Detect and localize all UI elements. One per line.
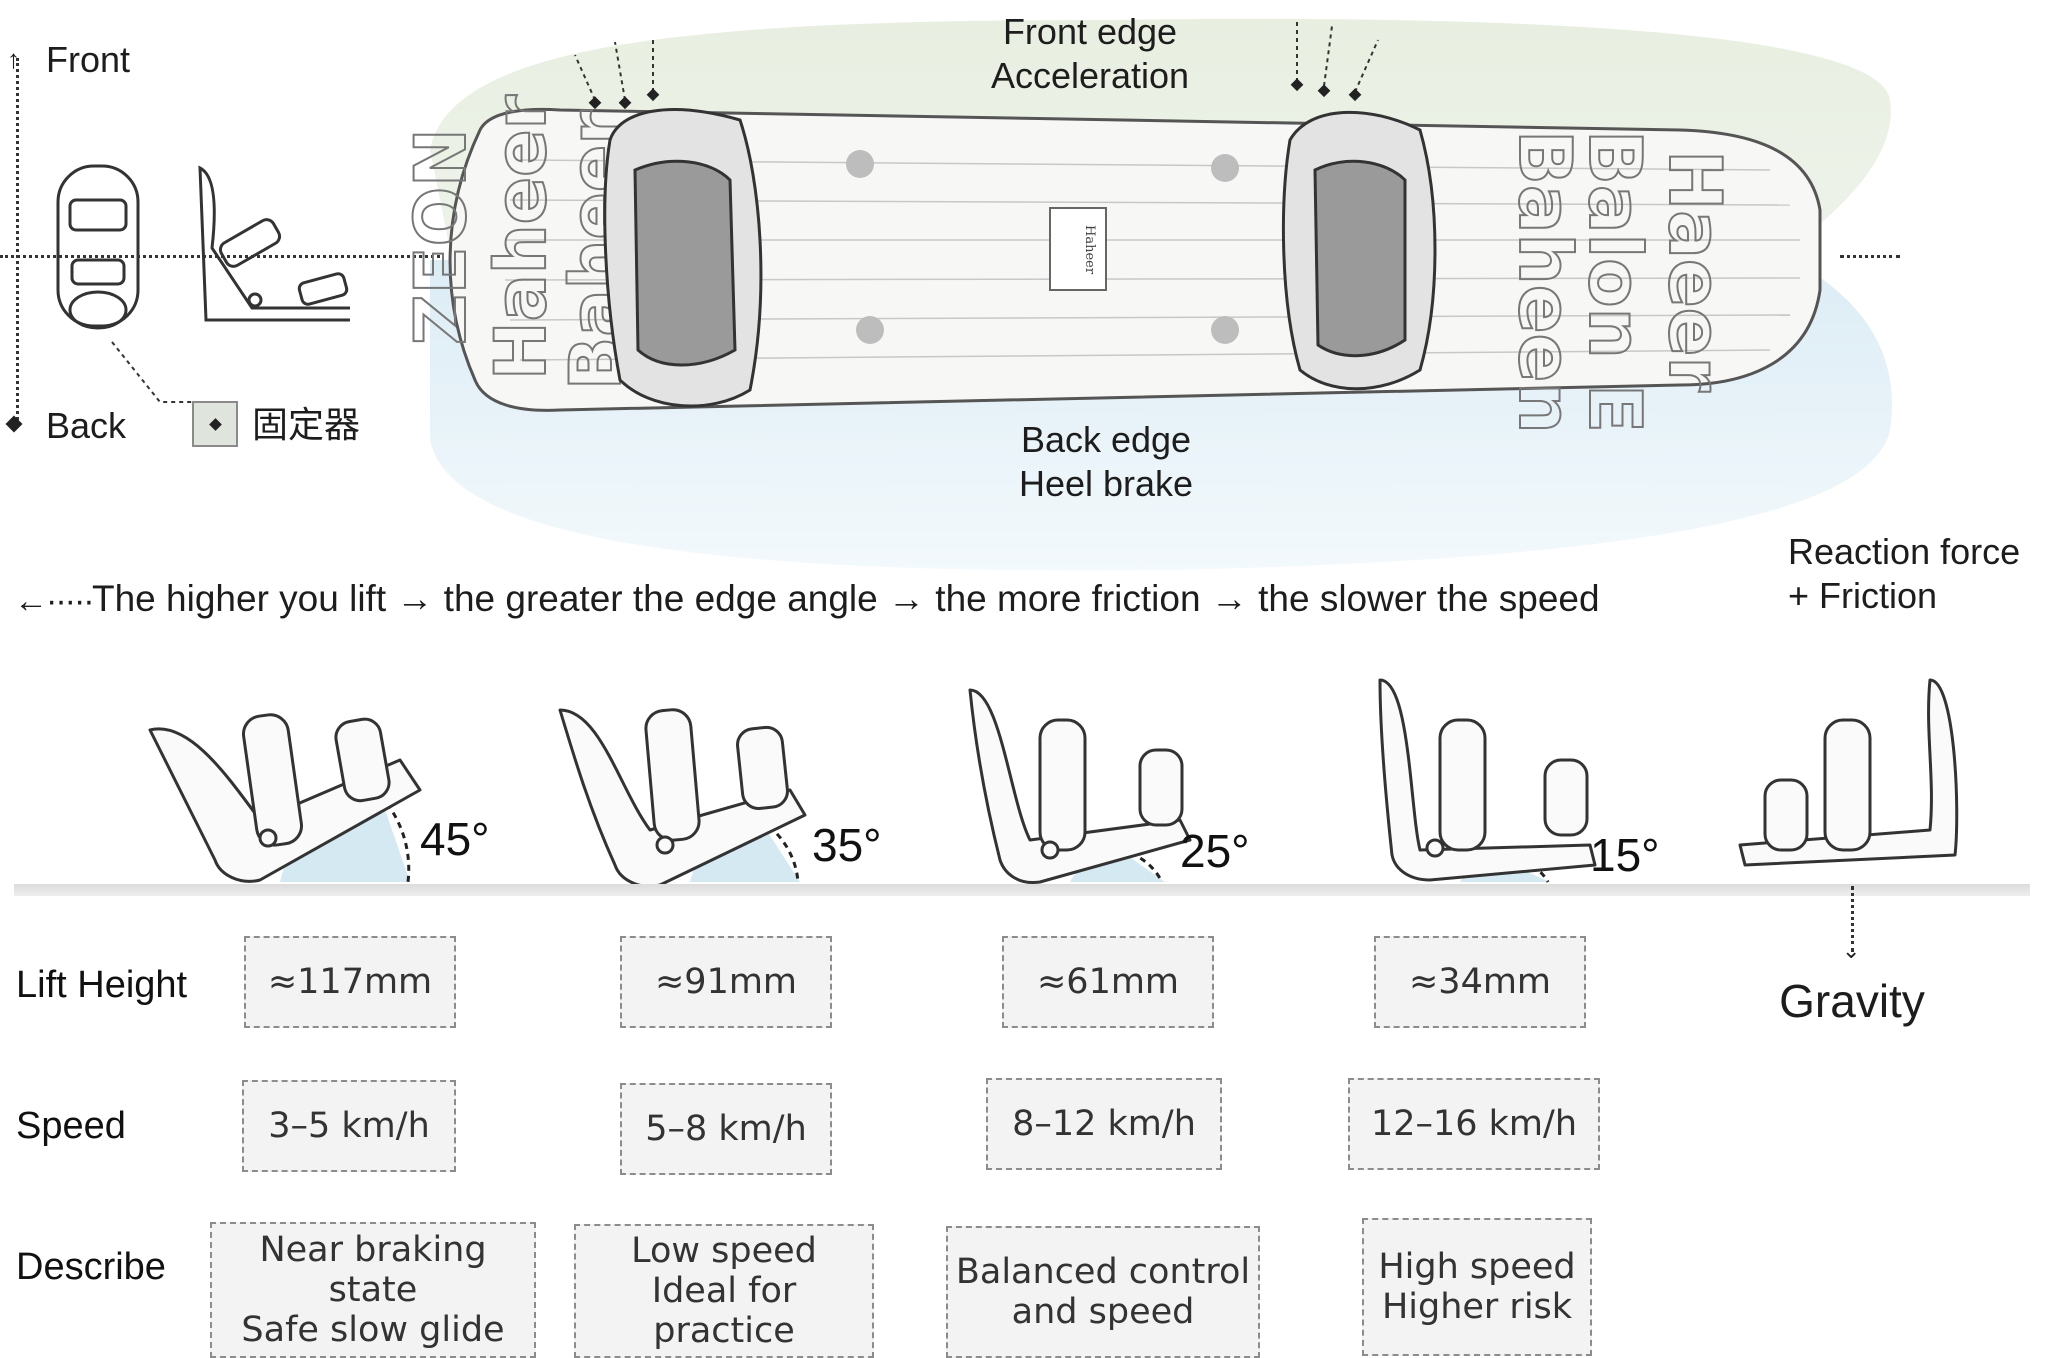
lift-cell-3: ≈61mm: [1002, 936, 1214, 1028]
row-label-describe: Describe: [16, 1246, 166, 1288]
binding-angle-sequence: [148, 678, 1959, 888]
centerline-right: [1840, 255, 1900, 258]
speed-cell-2: 5–8 km/h: [620, 1083, 832, 1175]
describe-1-line-1: Near braking state: [259, 1230, 487, 1310]
board-graphic-right-1: Baheen: [1503, 130, 1587, 434]
describe-4-line-2: Higher risk: [1381, 1287, 1573, 1327]
describe-cell-2: Low speed Ideal for practice: [574, 1224, 874, 1358]
describe-cell-1: Near braking state Safe slow glide: [210, 1222, 536, 1358]
front-back-axis: [16, 58, 19, 426]
binding-legend-label: 固定器: [252, 405, 361, 446]
lift-cell-1: ≈117mm: [244, 936, 456, 1028]
angle-label-45: 45°: [420, 813, 490, 865]
snowboard: [448, 107, 1822, 412]
friction-label: + Friction: [1788, 575, 1938, 616]
back-edge-subtitle: Heel brake: [1018, 463, 1194, 504]
describe-2-line-1: Low speed: [631, 1231, 817, 1271]
binding-thumbnail-icon: [56, 164, 350, 330]
snowboard-illustration: ZEON Haheer Baheer Baheen Balon E Haeer …: [410, 18, 1892, 571]
board-graphic-left-2: Haheer: [480, 94, 562, 380]
lift-value-3: ≈61mm: [1036, 962, 1180, 1002]
speed-cell-4: 12–16 km/h: [1348, 1078, 1600, 1170]
lift-cell-4: ≈34mm: [1374, 936, 1586, 1028]
front-label: Front: [46, 39, 131, 80]
back-edge-title: Back edge: [1020, 419, 1192, 460]
describe-cell-3: Balanced control and speed: [946, 1226, 1260, 1358]
gravity-label: Gravity: [1779, 975, 1925, 1027]
angle-label-15: 15°: [1590, 829, 1660, 881]
flow-arrow-icon: ←·····: [14, 582, 95, 620]
lift-cell-2: ≈91mm: [620, 936, 832, 1028]
angle-label-25: 25°: [1180, 825, 1250, 877]
lift-value-4: ≈34mm: [1408, 962, 1552, 1002]
back-label: Back: [46, 405, 127, 446]
describe-2-line-2: Ideal for practice: [651, 1271, 797, 1351]
binding-legend-swatch: [192, 401, 238, 447]
binding-leader-line: [111, 341, 200, 403]
back-marker-icon: [5, 415, 23, 433]
flow-statement: The higher you lift → the greater the ed…: [92, 578, 1600, 619]
front-binding: [603, 108, 763, 408]
gravity-arrow-icon: ⌄: [1842, 938, 1861, 963]
describe-1-line-2: Safe slow glide: [241, 1310, 505, 1350]
front-arrow-icon: ↑: [7, 44, 20, 74]
describe-cell-4: High speed Higher risk: [1362, 1218, 1592, 1356]
center-logo-text: Haheer: [1082, 225, 1097, 275]
front-edge-title: Front edge: [1002, 11, 1178, 52]
legend-marker-icon: [209, 418, 222, 431]
center-logo-icon: [1049, 207, 1107, 291]
lift-value-1: ≈117mm: [267, 962, 433, 1002]
board-graphic-right-3: Haeer: [1653, 150, 1737, 393]
row-label-lift-height: Lift Height: [16, 964, 188, 1006]
speed-cell-1: 3–5 km/h: [242, 1080, 456, 1172]
describe-3-line-2: and speed: [1011, 1292, 1195, 1332]
board-graphic-right-2: Balon E: [1573, 130, 1657, 433]
angle-label-35: 35°: [812, 819, 882, 871]
reaction-force-label: Reaction force: [1788, 531, 2021, 572]
speed-value-1: 3–5 km/h: [268, 1106, 430, 1146]
board-graphic-left-1: ZEON: [410, 128, 482, 345]
speed-value-2: 5–8 km/h: [645, 1109, 807, 1149]
lift-value-2: ≈91mm: [654, 962, 798, 1002]
speed-cell-3: 8–12 km/h: [986, 1078, 1222, 1170]
gravity-arrow: [1851, 886, 1854, 952]
describe-4-line-1: High speed: [1378, 1247, 1576, 1287]
speed-value-4: 12–16 km/h: [1370, 1104, 1578, 1144]
describe-3-line-1: Balanced control: [955, 1252, 1251, 1292]
rear-binding: [1281, 110, 1437, 391]
row-label-speed: Speed: [16, 1105, 126, 1147]
speed-value-3: 8–12 km/h: [1012, 1104, 1196, 1144]
ground-line: [14, 884, 2030, 896]
front-edge-subtitle: Acceleration: [990, 55, 1190, 96]
centerline-left: [0, 255, 440, 258]
